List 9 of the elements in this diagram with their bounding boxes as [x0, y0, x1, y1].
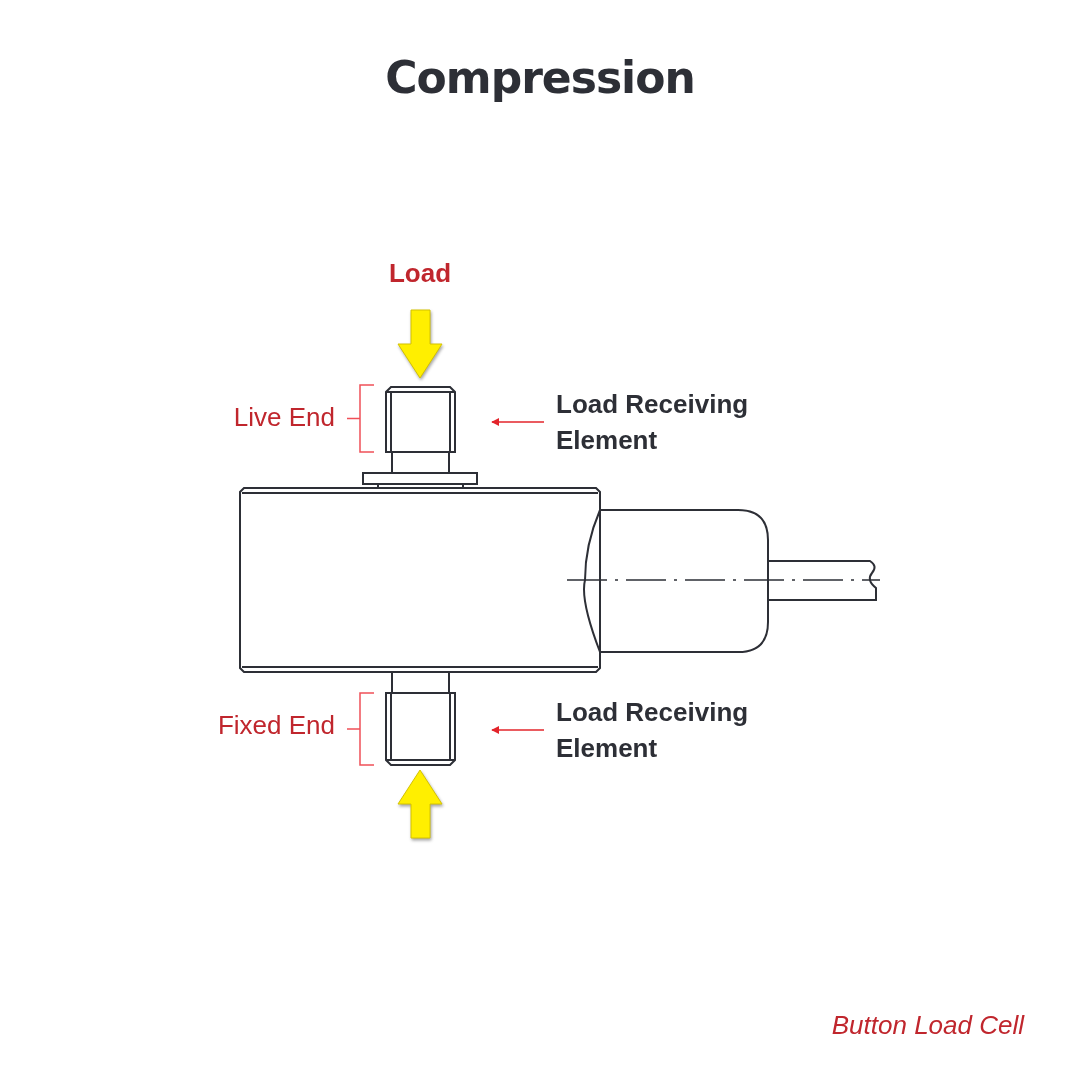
- leader-arrow: [491, 726, 545, 734]
- part-label: Live End: [233, 402, 335, 433]
- title: Compression: [384, 52, 696, 103]
- force-label: Load: [388, 258, 452, 289]
- caption: Button Load Cell: [831, 1010, 1024, 1041]
- part-label: Load Receiving Element: [556, 386, 796, 458]
- part-label: Fixed End: [217, 710, 335, 741]
- leader-arrow: [491, 418, 545, 426]
- part-label: Load Receiving Element: [556, 694, 796, 766]
